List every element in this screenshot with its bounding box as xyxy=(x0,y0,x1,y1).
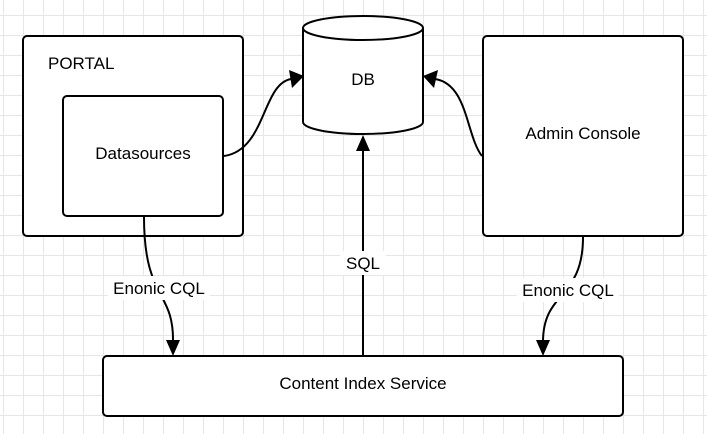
edge-admin-console-to-content-index: Enonic CQL xyxy=(517,236,619,356)
datasources-label: Datasources xyxy=(95,144,190,163)
arrowhead xyxy=(536,340,550,356)
edge-content-index-to-db: SQL xyxy=(340,135,386,355)
edge-label-enonic-cql-right: Enonic CQL xyxy=(522,281,614,300)
content-index-service-node: Content Index Service xyxy=(102,355,624,417)
edge-admin-console-to-db xyxy=(423,70,483,157)
db-node: DB xyxy=(302,15,424,135)
edge-datasources-to-content-index: Enonic CQL xyxy=(108,216,210,356)
portal-label: PORTAL xyxy=(48,54,114,73)
arrowhead xyxy=(166,340,180,356)
admin-console-node: Admin Console xyxy=(482,35,684,237)
content-index-service-label: Content Index Service xyxy=(279,374,446,393)
edge-label-sql: SQL xyxy=(346,254,380,273)
arrowhead xyxy=(289,70,304,88)
arrowhead xyxy=(423,70,438,88)
admin-console-label: Admin Console xyxy=(525,124,640,143)
edge-datasources-to-db xyxy=(223,70,304,157)
edge-label-enonic-cql-left: Enonic CQL xyxy=(113,279,205,298)
db-label: DB xyxy=(351,70,375,89)
arrowhead xyxy=(356,135,370,151)
datasources-node: Datasources xyxy=(62,95,224,217)
